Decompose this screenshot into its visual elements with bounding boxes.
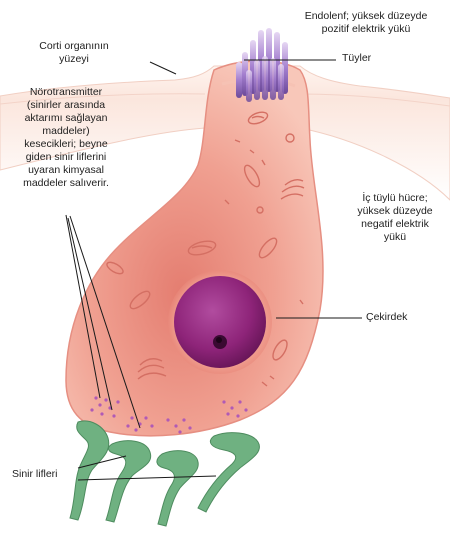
- organelles: [106, 111, 305, 387]
- label-nerve-fibers: Sinir lifleri: [12, 468, 58, 480]
- corti-surface-tissue: [0, 65, 450, 201]
- label-nucleus: Çekirdek: [366, 311, 408, 323]
- label-hairs: Tüyler: [342, 52, 372, 64]
- nerve-fibers: [69, 420, 260, 527]
- tissue-line: [0, 93, 206, 105]
- label-endolymph: Endolenf; yüksek düzeyde pozitif elektri…: [304, 10, 428, 35]
- pointer-lines: [65, 59, 362, 481]
- neurotransmitter-vesicles: [90, 396, 248, 434]
- stereocilia-bundle: [236, 28, 288, 102]
- tissue-line: [299, 93, 450, 107]
- label-inner-hair-cell: İç tüylü hücre; yüksek düzeyde negatif e…: [357, 192, 433, 243]
- label-neurotransmitter: Nörotransmitter (sinirler arasında aktar…: [23, 86, 109, 189]
- nucleus: [174, 276, 266, 368]
- label-corti-surface: Corti organının yüzeyi: [39, 40, 109, 65]
